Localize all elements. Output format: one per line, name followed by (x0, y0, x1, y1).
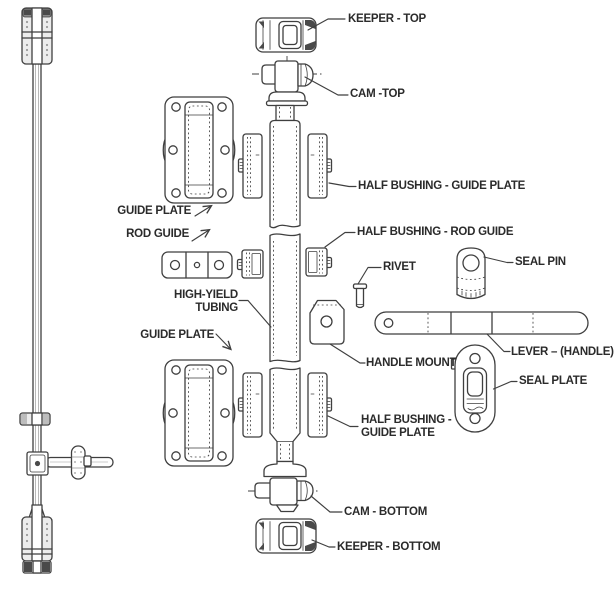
label-guide-plate-bottom: GUIDE PLATE (140, 329, 214, 341)
label-keeper-top: KEEPER - TOP (348, 13, 426, 25)
keeper-bottom-part (255, 518, 317, 554)
half-bushing-guide-plate-bottom-right (307, 372, 333, 438)
assembled-top-unit (21, 7, 53, 65)
half-bushing-guide-plate-bottom-left (237, 372, 263, 438)
label-keeper-bottom: KEEPER - BOTTOM (337, 541, 441, 553)
label-half-bushing-guide-plate-top: HALF BUSHING - GUIDE PLATE (358, 180, 526, 192)
lever-part (374, 311, 589, 335)
half-bushing-rod-guide-right (305, 247, 333, 277)
label-guide-plate-top: GUIDE PLATE (117, 205, 191, 217)
handle-mount-part (309, 299, 345, 345)
rod-guide-part (161, 251, 233, 279)
assembled-lockrod (19, 7, 114, 574)
keeper-top-part (255, 17, 317, 53)
assembled-handle-unit (26, 445, 114, 480)
label-rivet: RIVET (383, 261, 416, 273)
guide-plate-top-part (162, 96, 236, 204)
assembled-rod-guide (19, 412, 51, 426)
label-rod-guide: ROD GUIDE (126, 228, 189, 240)
cam-bottom-part (248, 477, 320, 513)
label-seal-plate: SEAL PLATE (519, 375, 587, 387)
label-half-bushing-rod-guide: HALF BUSHING - ROD GUIDE (357, 226, 514, 238)
label-cam-bottom: CAM - BOTTOM (344, 506, 428, 518)
label-half-bushing-guide-plate-bottom: HALF BUSHING - GUIDE PLATE (361, 414, 452, 439)
leader-lines (191, 18, 518, 548)
label-cam-top: CAM -TOP (350, 88, 405, 100)
rivet-part (352, 283, 368, 309)
label-high-yield-tubing: HIGH-YIELD TUBING (174, 289, 238, 314)
tubing-part (263, 119, 307, 478)
seal-pin-part (456, 247, 486, 300)
label-handle-mount: HANDLE MOUNT (366, 357, 457, 369)
half-bushing-rod-guide-left (236, 249, 264, 279)
half-bushing-guide-plate-top-left (237, 133, 263, 199)
label-seal-pin: SEAL PIN (515, 256, 566, 268)
cam-top-part (252, 56, 322, 122)
half-bushing-guide-plate-top-right (307, 133, 333, 199)
assembled-bottom-unit (21, 504, 53, 574)
seal-plate-part (450, 344, 496, 433)
label-lever-handle: LEVER – (HANDLE) (511, 346, 614, 358)
guide-plate-bottom-part (162, 359, 236, 467)
